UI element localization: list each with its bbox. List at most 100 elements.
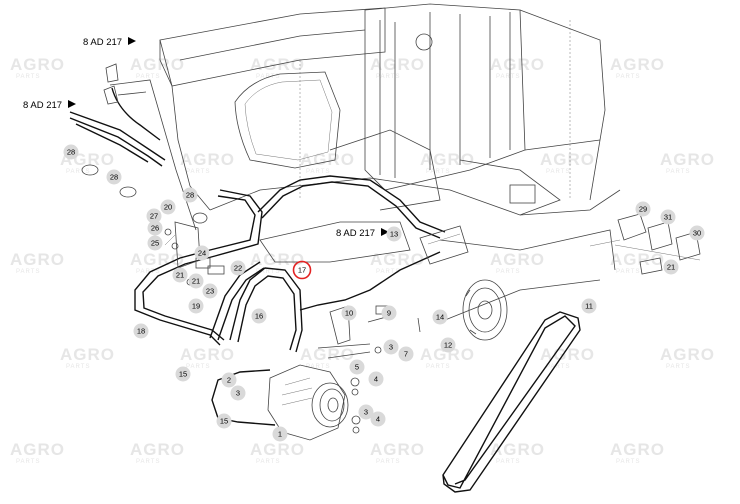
callout-c28c[interactable]: 28 [182,187,198,203]
callout-c3b[interactable]: 3 [383,339,399,355]
watermark-subtext: PARTS [376,269,400,275]
callout-c12[interactable]: 12 [440,337,456,353]
callout-number: 23 [206,287,214,296]
callout-c25[interactable]: 25 [147,235,163,251]
callout-number: 11 [585,302,593,311]
callout-bubble [635,201,651,217]
watermark-text: AGRO [130,440,185,459]
callout-c13[interactable]: 13 [386,226,402,242]
callout-c15a[interactable]: 15 [175,366,191,382]
callout-c9[interactable]: 9 [381,305,397,321]
callout-bubble [368,371,384,387]
watermark-text: AGRO [60,345,115,364]
tractor-frame [109,3,701,321]
callout-c4b[interactable]: 4 [370,411,386,427]
watermark-subtext: PARTS [16,459,40,465]
callout-17-label: 17 [298,266,306,275]
callout-number: 4 [374,375,378,384]
callout-c2[interactable]: 2 [221,372,237,388]
ref-arrow-mid-icon [381,228,389,236]
callout-c27[interactable]: 27 [146,208,162,224]
watermark-subtext: PARTS [616,269,640,275]
callout-number: 22 [234,264,242,273]
watermark-text: AGRO [420,345,475,364]
callout-c28a[interactable]: 28 [63,144,79,160]
callout-c10[interactable]: 10 [341,305,357,321]
ref-arrow-top-icon [128,37,136,45]
callout-bubble [689,225,705,241]
callout-c5[interactable]: 5 [349,359,365,375]
callout-c24[interactable]: 24 [194,245,210,261]
callout-c21c[interactable]: 21 [663,259,679,275]
callout-c26[interactable]: 26 [147,220,163,236]
callout-c21a[interactable]: 21 [172,267,188,283]
watermark-text: AGRO [300,150,355,169]
callout-c14[interactable]: 14 [432,309,448,325]
callout-bubble [133,323,149,339]
callout-number: 26 [151,224,159,233]
watermark-subtext: PARTS [136,269,160,275]
callout-bubble [432,309,448,325]
callout-c20[interactable]: 20 [160,199,176,215]
callout-bubble [440,337,456,353]
callout-c21b[interactable]: 21 [188,273,204,289]
callout-c29[interactable]: 29 [635,201,651,217]
callout-c31[interactable]: 31 [660,209,676,225]
callout-bubble [146,208,162,224]
callout-c11[interactable]: 11 [581,298,597,314]
watermark-subtext: PARTS [376,74,400,80]
watermark-text: AGRO [540,345,595,364]
callout-number: 19 [192,302,200,311]
callout-bubble [175,366,191,382]
callout-c19[interactable]: 19 [188,298,204,314]
callout-bubble [106,169,122,185]
watermark-text: AGRO [180,150,235,169]
watermark-text: AGRO [490,55,545,74]
watermark-subtext: PARTS [306,169,330,175]
callout-c3c[interactable]: 3 [358,404,374,420]
callout-c30[interactable]: 30 [689,225,705,241]
watermark-subtext: PARTS [186,364,210,370]
watermark-subtext: PARTS [496,74,520,80]
callout-number: 15 [220,417,228,426]
watermark-subtext: PARTS [426,364,450,370]
callout-number: 15 [179,370,187,379]
callout-bubble [147,235,163,251]
callout-c15b[interactable]: 15 [216,413,232,429]
callout-bubble [230,385,246,401]
callout-bubble [182,187,198,203]
callout-number: 2 [227,376,231,385]
ref-label-left: 8 AD 217 [23,100,62,111]
callout-number: 24 [198,249,206,258]
callout-bubble [398,346,414,362]
callout-bubble [221,372,237,388]
watermark-subtext: PARTS [496,459,520,465]
callout-c1[interactable]: 1 [272,426,288,442]
callout-c16[interactable]: 16 [251,308,267,324]
callout-bubble [147,220,163,236]
callout-c22[interactable]: 22 [230,260,246,276]
callout-c4a[interactable]: 4 [368,371,384,387]
watermark-subtext: PARTS [376,459,400,465]
callout-number: 21 [667,263,675,272]
watermark-text: AGRO [130,250,185,269]
watermark-subtext: PARTS [66,364,90,370]
callout-number: 12 [444,341,452,350]
callout-c3a[interactable]: 3 [230,385,246,401]
watermark-subtext: PARTS [616,74,640,80]
callout-number: 3 [364,408,368,417]
watermark-subtext: PARTS [546,169,570,175]
callout-bubble [172,267,188,283]
watermark-subtext: PARTS [666,169,690,175]
hose-routing [69,87,446,426]
callout-c18[interactable]: 18 [133,323,149,339]
callout-bubble [383,339,399,355]
callout-c23[interactable]: 23 [202,283,218,299]
callout-bubble [581,298,597,314]
watermark-subtext: PARTS [16,269,40,275]
callout-c28b[interactable]: 28 [106,169,122,185]
watermark-text: AGRO [420,150,475,169]
callout-17-highlight[interactable]: 17 [292,260,312,280]
callout-c7[interactable]: 7 [398,346,414,362]
